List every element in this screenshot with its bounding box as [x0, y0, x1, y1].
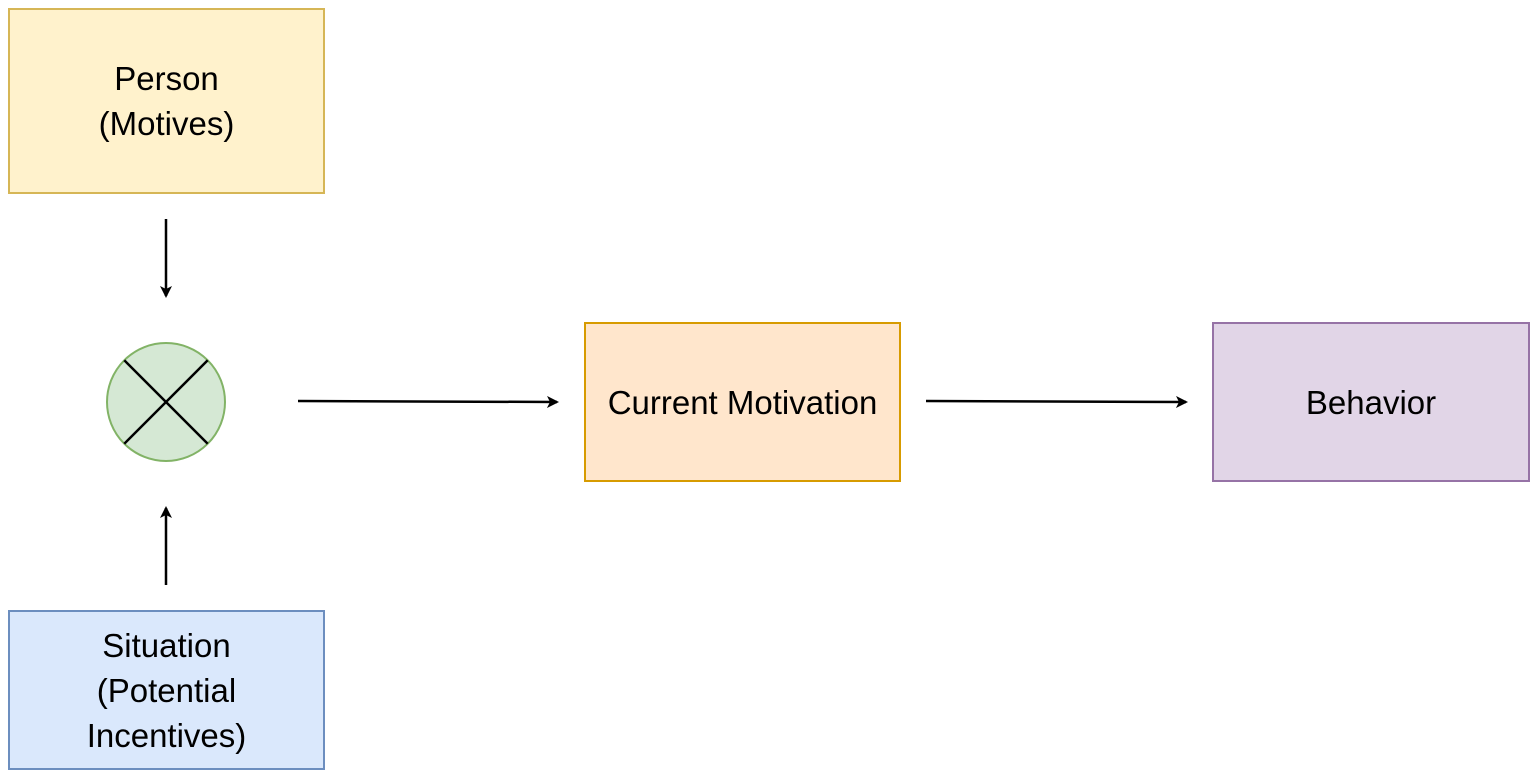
motives-label: (Motives): [98, 105, 235, 142]
situation-incentives-box[interactable]: Situation (Potential Incentives): [8, 610, 325, 770]
current-motivation-label: Current Motivation: [607, 383, 878, 421]
incentives-label: Incentives): [86, 716, 247, 754]
multiplier-node[interactable]: [106, 342, 226, 462]
behavior-label: Behavior: [1305, 383, 1437, 421]
behavior-box[interactable]: Behavior: [1212, 322, 1530, 482]
person-motives-box[interactable]: Person (Motives): [8, 8, 325, 194]
multiply-cross-line: [123, 359, 209, 445]
arrow-multiplier-to-motivation: [297, 395, 559, 408]
current-motivation-box[interactable]: Current Motivation: [584, 322, 901, 482]
situation-label: Situation: [102, 626, 231, 664]
person-label: Person: [114, 60, 219, 97]
potential-label: (Potential: [96, 671, 237, 709]
arrow-motivation-to-behavior: [925, 395, 1188, 408]
